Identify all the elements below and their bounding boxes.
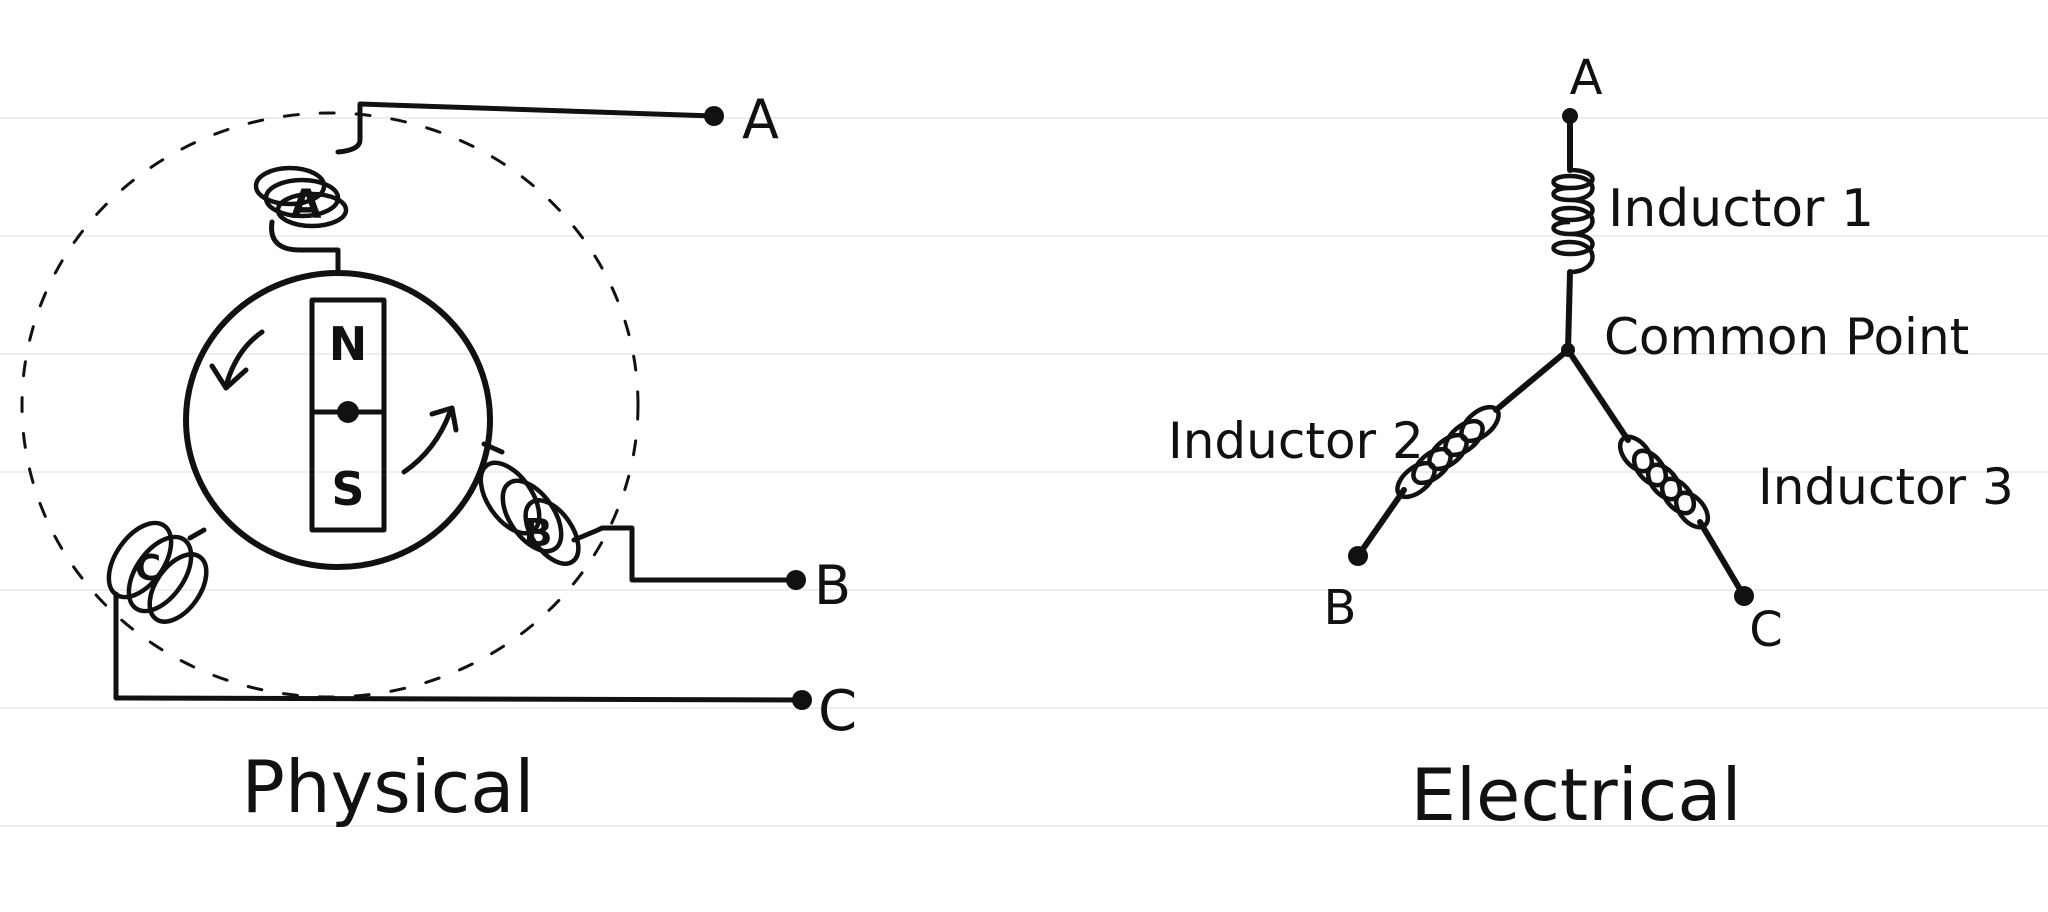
coil-b: B: [478, 441, 581, 566]
physical-caption: Physical: [242, 745, 535, 829]
rotation-arrow-left: [209, 329, 265, 391]
terminal-a-label: A: [742, 88, 779, 151]
coil-a-letter: A: [291, 182, 322, 228]
coil-b-letter: B: [524, 511, 553, 555]
inductor-2-label: Inductor 2: [1168, 412, 1424, 470]
coil-a: A: [253, 165, 349, 275]
terminal-a-dot: [704, 106, 724, 126]
rotation-arrow-right: [401, 405, 459, 475]
coil-c: C: [106, 520, 209, 624]
common-point-label: Common Point: [1604, 308, 1969, 366]
terminal-c-dot: [792, 690, 812, 710]
wire-a: [335, 101, 717, 155]
node-b-dot: [1348, 546, 1368, 566]
node-a-label: A: [1570, 50, 1603, 106]
bar-magnet: [309, 297, 387, 533]
inductor-1-label: Inductor 1: [1608, 179, 1874, 239]
electrical-caption: Electrical: [1411, 753, 1742, 837]
wire-c: [113, 591, 803, 703]
node-b-label: B: [1324, 580, 1357, 636]
paper-lines: [0, 117, 2048, 827]
inductor-3-label: Inductor 3: [1758, 458, 2014, 516]
magnet-pivot-dot: [337, 401, 359, 423]
node-a-dot: [1562, 108, 1578, 124]
inductor-1-symbol: [1551, 167, 1595, 275]
coil-c-letter: C: [135, 548, 161, 589]
inductor-3-symbol: [1617, 434, 1711, 530]
magnet-north-label: N: [329, 317, 368, 371]
terminal-b-label: B: [814, 554, 851, 617]
physical-diagram: N S A B: [20, 88, 857, 829]
node-c-dot: [1734, 586, 1754, 606]
terminal-b-dot: [786, 570, 806, 590]
magnet-south-label: S: [331, 462, 364, 516]
electrical-diagram: A Inductor 1 Common Point B Inductor 2: [1168, 50, 2014, 837]
node-c-label: C: [1749, 602, 1783, 658]
terminal-c-label: C: [818, 679, 857, 744]
wire-b: [571, 525, 797, 583]
